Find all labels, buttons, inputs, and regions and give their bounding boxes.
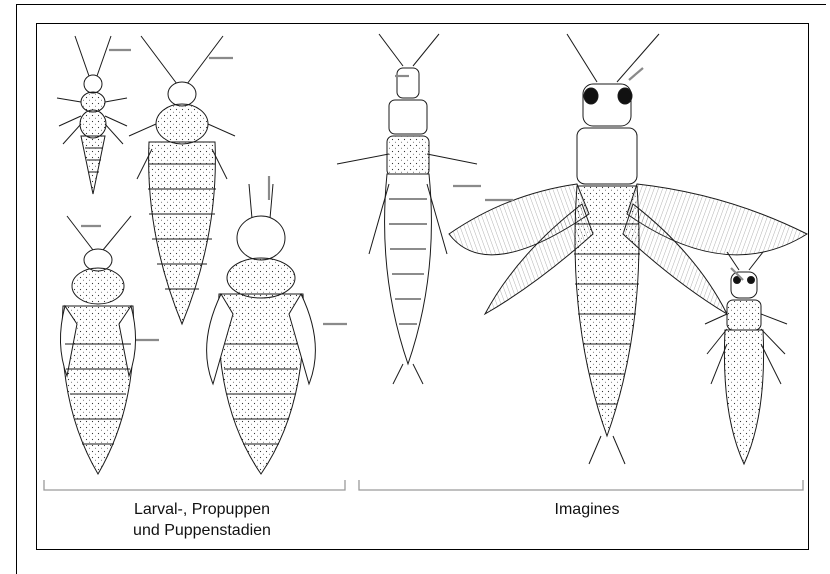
pupa-figure <box>207 184 316 474</box>
larval-stages-caption: Larval-, Propuppen und Puppenstadien <box>97 499 307 541</box>
larval-stages-bracket <box>44 480 345 490</box>
larval-caption-line-2: und Puppenstadien <box>97 520 307 541</box>
adult-short-winged-figure <box>337 34 477 384</box>
group-brackets <box>44 480 803 490</box>
larval-caption-line-1: Larval-, Propuppen <box>97 499 307 520</box>
insect-illustration <box>37 24 810 551</box>
adult-small-figure <box>705 252 787 464</box>
propupa-figure <box>60 216 135 474</box>
figure-panel: Larval-, Propuppen und Puppenstadien Ima… <box>36 23 809 550</box>
larva-2nd-instar-figure <box>129 36 235 324</box>
adult-stages-caption: Imagines <box>507 499 667 520</box>
adult-caption-line-1: Imagines <box>507 499 667 520</box>
adult-stages-bracket <box>359 480 803 490</box>
larva-1st-instar-figure <box>57 36 127 194</box>
